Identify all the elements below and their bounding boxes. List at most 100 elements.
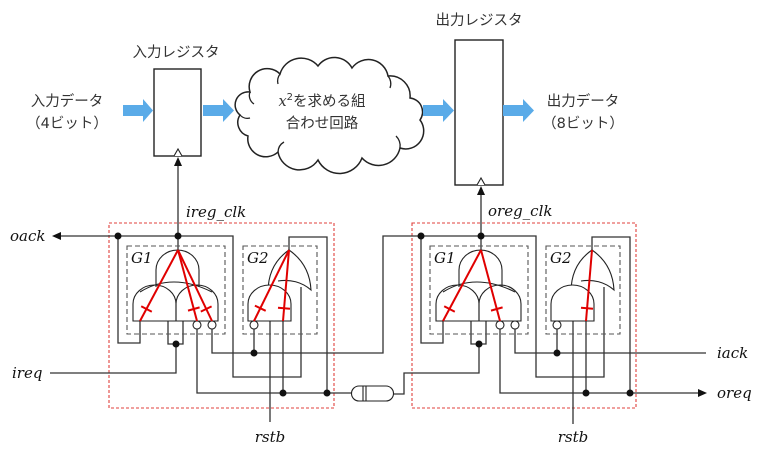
clock-input-triangle-icon [173,147,183,157]
g1-boundary [126,245,226,335]
delay-capsule-icon [351,385,394,402]
g2-or-gate [267,249,312,293]
g1-and-gate-right [478,284,522,322]
input-data-width: （4ビット） [26,115,108,132]
data-arrow-icon [203,99,234,122]
cloud-curl [277,141,285,153]
ireq-label: ireq [12,364,42,382]
rstb-label-output: rstb [558,428,589,446]
path-tick [443,305,456,313]
cloud-shape [234,56,425,175]
data-arrow-icon [123,99,153,122]
inverter-bubble-icon [552,320,562,330]
g2-and-gate [550,284,595,322]
cloud-curl [387,75,392,89]
delay-input-wire [196,329,352,394]
oreq-wire [499,329,699,394]
output-data-label: 出力データ [547,92,620,110]
req-merge-wire [393,321,487,395]
iack-label: iack [717,344,748,362]
ack-link-wire [211,235,605,378]
junction-dot-icon [582,389,590,397]
oack-label: oack [10,227,45,245]
input-controller-active-paths [139,249,291,322]
g1-and-gate-right [175,284,219,322]
path-tick [254,304,267,312]
variable-x: x [278,94,286,110]
junction-dot-icon [477,232,485,240]
g1-label: G1 [131,249,153,267]
inverter-bubble-icon [249,320,259,330]
oreg-clk-label: oreg_clk [488,202,552,220]
exponent: 2 [287,92,293,103]
g2-label: G2 [550,249,572,267]
g1-boundary [429,245,529,335]
junction-dot-icon [174,232,182,240]
input-register [153,68,202,157]
g2-output-wire [288,236,328,393]
input-register-label: 入力レジスタ [133,44,220,61]
signal-labels: oack ireg_clk oreg_clk ireq iack oreq rs… [10,202,752,446]
output-controller-boundary [411,222,637,409]
junction-dot-icon [323,389,331,397]
label-line1-rest: を求める組 [293,93,366,110]
path-tick [140,305,153,313]
oreq-label: oreq [717,384,752,402]
g1-bus-arc [442,281,516,293]
active-path [253,249,290,322]
combinational-circuit-cloud: x2を求める組 合わせ回路 [234,56,425,175]
g2-label: G2 [247,249,269,267]
output-register-label: 出力レジスタ [436,12,523,29]
g2-boundary [545,245,621,335]
junction-dot-icon [553,349,561,357]
g2-output-wire [591,236,631,393]
junction-dot-icon [279,389,287,397]
path-tick [277,306,291,310]
path-tick [580,306,594,310]
junction-dot-icon [475,340,483,348]
junction-dot-icon [250,349,258,357]
path-tick [200,305,213,313]
g2-or-gate [570,249,615,293]
input-controller-boundary [108,222,335,409]
iack-wire [514,329,706,354]
g1-and-gate-left [132,284,177,322]
ireq-wire [50,321,184,374]
arrow-up-icon [174,157,182,166]
feedback-wire [117,236,141,344]
g1-and-gate-left [435,284,480,322]
junctions [114,232,634,397]
g1-label: G1 [434,249,456,267]
inverter-bubble-icon [495,320,505,330]
feedback-wire [420,236,444,344]
combinational-circuit-label: x2を求める組 [278,92,365,110]
inverter-bubble-icon [207,320,217,330]
path-tick [187,306,200,312]
combinational-circuit-label-line2: 合わせ回路 [286,115,359,132]
junction-dot-icon [172,340,180,348]
ireg-clk-label: ireg_clk [186,203,246,221]
clock-input-triangle-icon [476,176,486,186]
delay-element [351,385,394,402]
arrow-right-icon [698,389,707,397]
input-controller-wires [50,157,605,422]
data-arrow-icon [503,99,534,122]
junction-dot-icon [626,389,634,397]
inverter-bubble-icon [192,320,202,330]
arrow-up-icon [477,186,485,195]
g2-boundary [242,245,318,335]
arrow-left-icon [52,232,61,240]
output-controller-gates: G1 G2 [429,245,621,335]
junction-dot-icon [114,232,122,240]
g1-and-gate-top [458,249,503,287]
path-tick [490,306,503,312]
cloud-curl [395,135,401,149]
cloud-curl [277,73,281,85]
junction-dot-icon [417,232,425,240]
datapath: 入力データ （4ビット） 入力レジスタ x2を求める組 合わせ回路 出力レジスタ… [26,12,624,186]
cloud-curl [248,91,255,105]
input-data-label: 入力データ [31,92,104,110]
inverter-bubble-icon [510,320,520,330]
output-data-width: （8ビット） [542,115,624,132]
